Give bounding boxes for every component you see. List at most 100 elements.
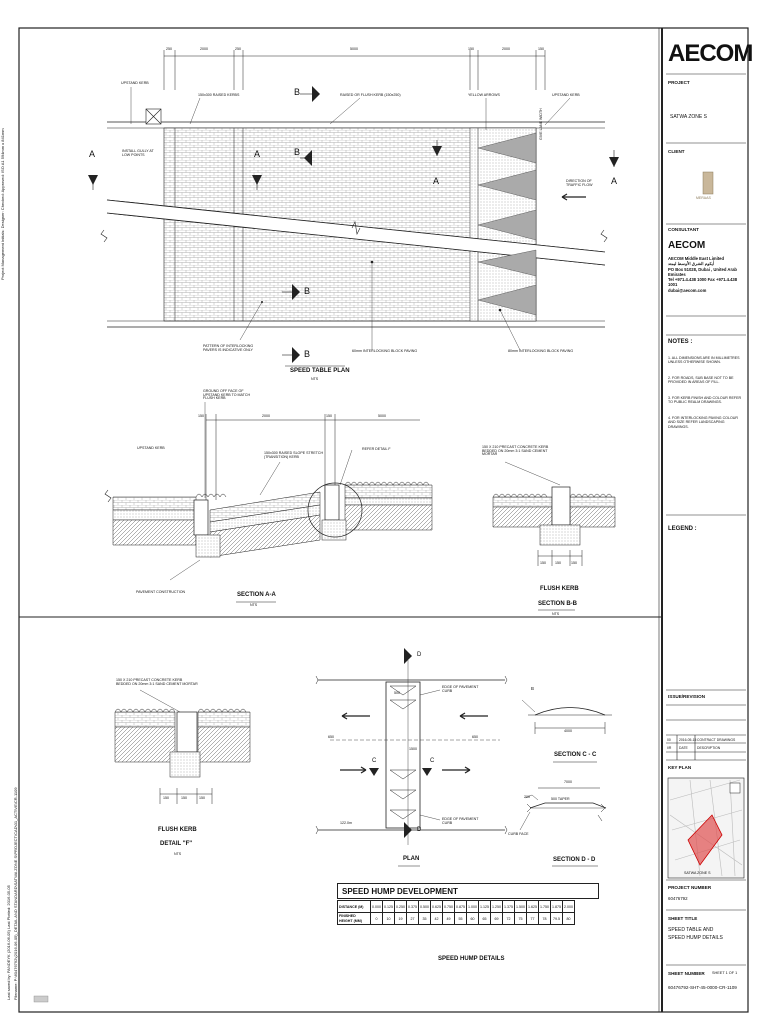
key-plan-map bbox=[667, 777, 745, 879]
table-cell: 0.375 bbox=[406, 900, 419, 913]
table-cell: 1.375 bbox=[502, 900, 515, 913]
sheet-number-label: SHEET NUMBER bbox=[668, 971, 705, 976]
section-bb-title2: SECTION B-B bbox=[538, 601, 577, 607]
label-upstand-aa: UPSTAND KERB bbox=[137, 446, 165, 450]
stamp-icon bbox=[33, 995, 49, 1003]
sheet-of: SHEET 1 OF 1 bbox=[712, 971, 738, 975]
aecom-logo: AECOM bbox=[668, 40, 753, 67]
file-info-line: Project Management Initials: Designer: C… bbox=[0, 128, 5, 280]
table-cell: 55 bbox=[454, 912, 467, 925]
note-item: 4. FOR INTERLOCKING PAVING COLOUR AND SI… bbox=[668, 416, 738, 429]
dim-hump-v2: 500 bbox=[394, 691, 400, 695]
project-label: PROJECT bbox=[668, 80, 690, 85]
project-value: SATWA ZONE S bbox=[670, 114, 707, 120]
dim-hump-length: 122.0m bbox=[340, 821, 352, 825]
section-mark-b: B bbox=[304, 286, 311, 296]
hump-development-table: DISTANCE (M) 0.000 0.125 0.250 0.375 0.5… bbox=[337, 900, 575, 925]
table-cell: 1.625 bbox=[526, 900, 539, 913]
client-logo-icon bbox=[702, 171, 714, 195]
section-c-c bbox=[521, 699, 612, 763]
label-yellow: YELLOW ARROWS bbox=[468, 93, 500, 97]
label-raised-aa: 150x300 RAISED SLOPE STRETCH (TRANSITION… bbox=[264, 451, 324, 459]
dim-bb: 150 bbox=[571, 561, 577, 565]
plan-title: SPEED TABLE PLAN bbox=[290, 368, 350, 374]
section-mark-b: B bbox=[294, 147, 301, 157]
section-mark-b: B bbox=[294, 87, 301, 97]
detail-f bbox=[114, 689, 251, 804]
table-cell: 0.125 bbox=[382, 900, 395, 913]
client-logo-text: MERAAS bbox=[696, 196, 711, 200]
title-block-lines bbox=[666, 73, 746, 966]
dim-hump-w2: 650 bbox=[472, 735, 478, 739]
issue-header-desc: DESCRIPTION bbox=[697, 746, 721, 750]
table-cell: 35 bbox=[418, 912, 431, 925]
section-mark-a: A bbox=[89, 149, 96, 159]
dim-top: 250 bbox=[166, 47, 172, 51]
legend-label: LEGEND : bbox=[668, 526, 697, 532]
issue-desc: CONTRACT DRAWINGS bbox=[697, 738, 736, 742]
table-cell: 80 bbox=[562, 912, 575, 925]
sheet-number: 60476792-SHT-45-0000-CR-1109 bbox=[668, 985, 737, 990]
speed-table-plan bbox=[88, 50, 619, 367]
label-bb: 150 X 210 PRECAST CONCRETE KERB BEDDED O… bbox=[482, 445, 549, 457]
dim-cc: 4000 bbox=[564, 729, 572, 733]
label-edge1: EDGE OF PAVEMENT CURB bbox=[442, 685, 479, 693]
label-paving2: 80mm INTERLOCKING BLOCK PAVING bbox=[508, 349, 574, 353]
hump-plan-title: PLAN bbox=[403, 856, 420, 862]
dim-dd-h: 200 bbox=[524, 795, 530, 799]
sheet-title-label: SHEET TITLE bbox=[668, 916, 698, 921]
keyplan-label: KEY PLAN bbox=[668, 765, 692, 770]
detail-f-title2: DETAIL "F" bbox=[160, 841, 193, 847]
table-cell: 65 bbox=[478, 912, 491, 925]
section-mark-b: B bbox=[304, 349, 311, 359]
file-info: Last saved by: PANDEYK (2016-06-05) Last… bbox=[0, 128, 20, 1000]
section-mark-a: A bbox=[611, 176, 618, 186]
consultant-line: أيكوم الشرق الأوسط ليمتد bbox=[668, 261, 715, 267]
dim-top: 150 bbox=[538, 47, 544, 51]
dim-bb: 150 bbox=[540, 561, 546, 565]
section-aa-scale: NTS bbox=[250, 603, 258, 607]
table-cell: 1.125 bbox=[478, 900, 491, 913]
label-raised: 150x300 RAISED KERBS bbox=[198, 93, 240, 97]
hump-table-title: SPEED HUMP DEVELOPMENT bbox=[337, 883, 599, 899]
dim-aa: 150 bbox=[326, 414, 332, 418]
note-item: 1. ALL DIMENSIONS ARE IN MILLIMETRES UNL… bbox=[668, 356, 740, 365]
table-cell: 79.5 bbox=[550, 912, 563, 925]
sheet-title: SPEED HUMP DETAILS bbox=[668, 935, 723, 941]
section-d-d bbox=[519, 787, 607, 867]
issue-rev: 00 bbox=[667, 738, 671, 742]
note-item: 2. FOR ROADS, SUB BASE NOT TO BE PROVIDE… bbox=[668, 376, 734, 385]
consultant-line: PO Box 51028, Dubai , United Arab Emirat… bbox=[668, 266, 737, 277]
hump-plan bbox=[315, 648, 508, 867]
table-row: DISTANCE (M) 0.000 0.125 0.250 0.375 0.5… bbox=[337, 900, 575, 913]
label-pavement: PAVEMENT CONSTRUCTION bbox=[136, 590, 186, 594]
table-cell: 1.875 bbox=[550, 900, 563, 913]
section-dd-title: SECTION D - D bbox=[553, 857, 596, 863]
label-upstand-right: UPSTAND KERB bbox=[552, 93, 580, 97]
dim-aa: 5000 bbox=[378, 414, 386, 418]
keyplan-caption: SATWA ZONE S bbox=[684, 871, 711, 875]
detail-f-title1: FLUSH KERB bbox=[158, 827, 197, 833]
table-cell: 1.750 bbox=[538, 900, 551, 913]
mark-d: D bbox=[417, 652, 422, 658]
dim-top: 5000 bbox=[350, 47, 358, 51]
table-cell: 0.625 bbox=[430, 900, 443, 913]
dim-hump-w1: 650 bbox=[328, 735, 334, 739]
table-cell: 75 bbox=[514, 912, 527, 925]
mark-b-cc: B bbox=[531, 686, 534, 691]
section-b-b bbox=[492, 461, 616, 611]
table-cell: 0.875 bbox=[454, 900, 467, 913]
dim-top: 2000 bbox=[200, 47, 208, 51]
dim-f: 150 bbox=[181, 796, 187, 800]
issue-header-rev: I/R bbox=[667, 746, 672, 750]
detail-f-scale: NTS bbox=[174, 852, 182, 856]
title-block: AECOM PROJECT SATWA ZONE S CLIENT MERAAS… bbox=[664, 30, 753, 1010]
mark-c: C bbox=[430, 758, 435, 764]
label-refer: REFER DETAIL F bbox=[362, 447, 391, 451]
client-label: CLIENT bbox=[668, 149, 685, 154]
dim-f: 150 bbox=[199, 796, 205, 800]
mark-d: D bbox=[417, 827, 422, 833]
section-bb-title1: FLUSH KERB bbox=[540, 586, 579, 592]
table-cell: 10 bbox=[382, 912, 395, 925]
notes-label: NOTES : bbox=[668, 339, 693, 345]
